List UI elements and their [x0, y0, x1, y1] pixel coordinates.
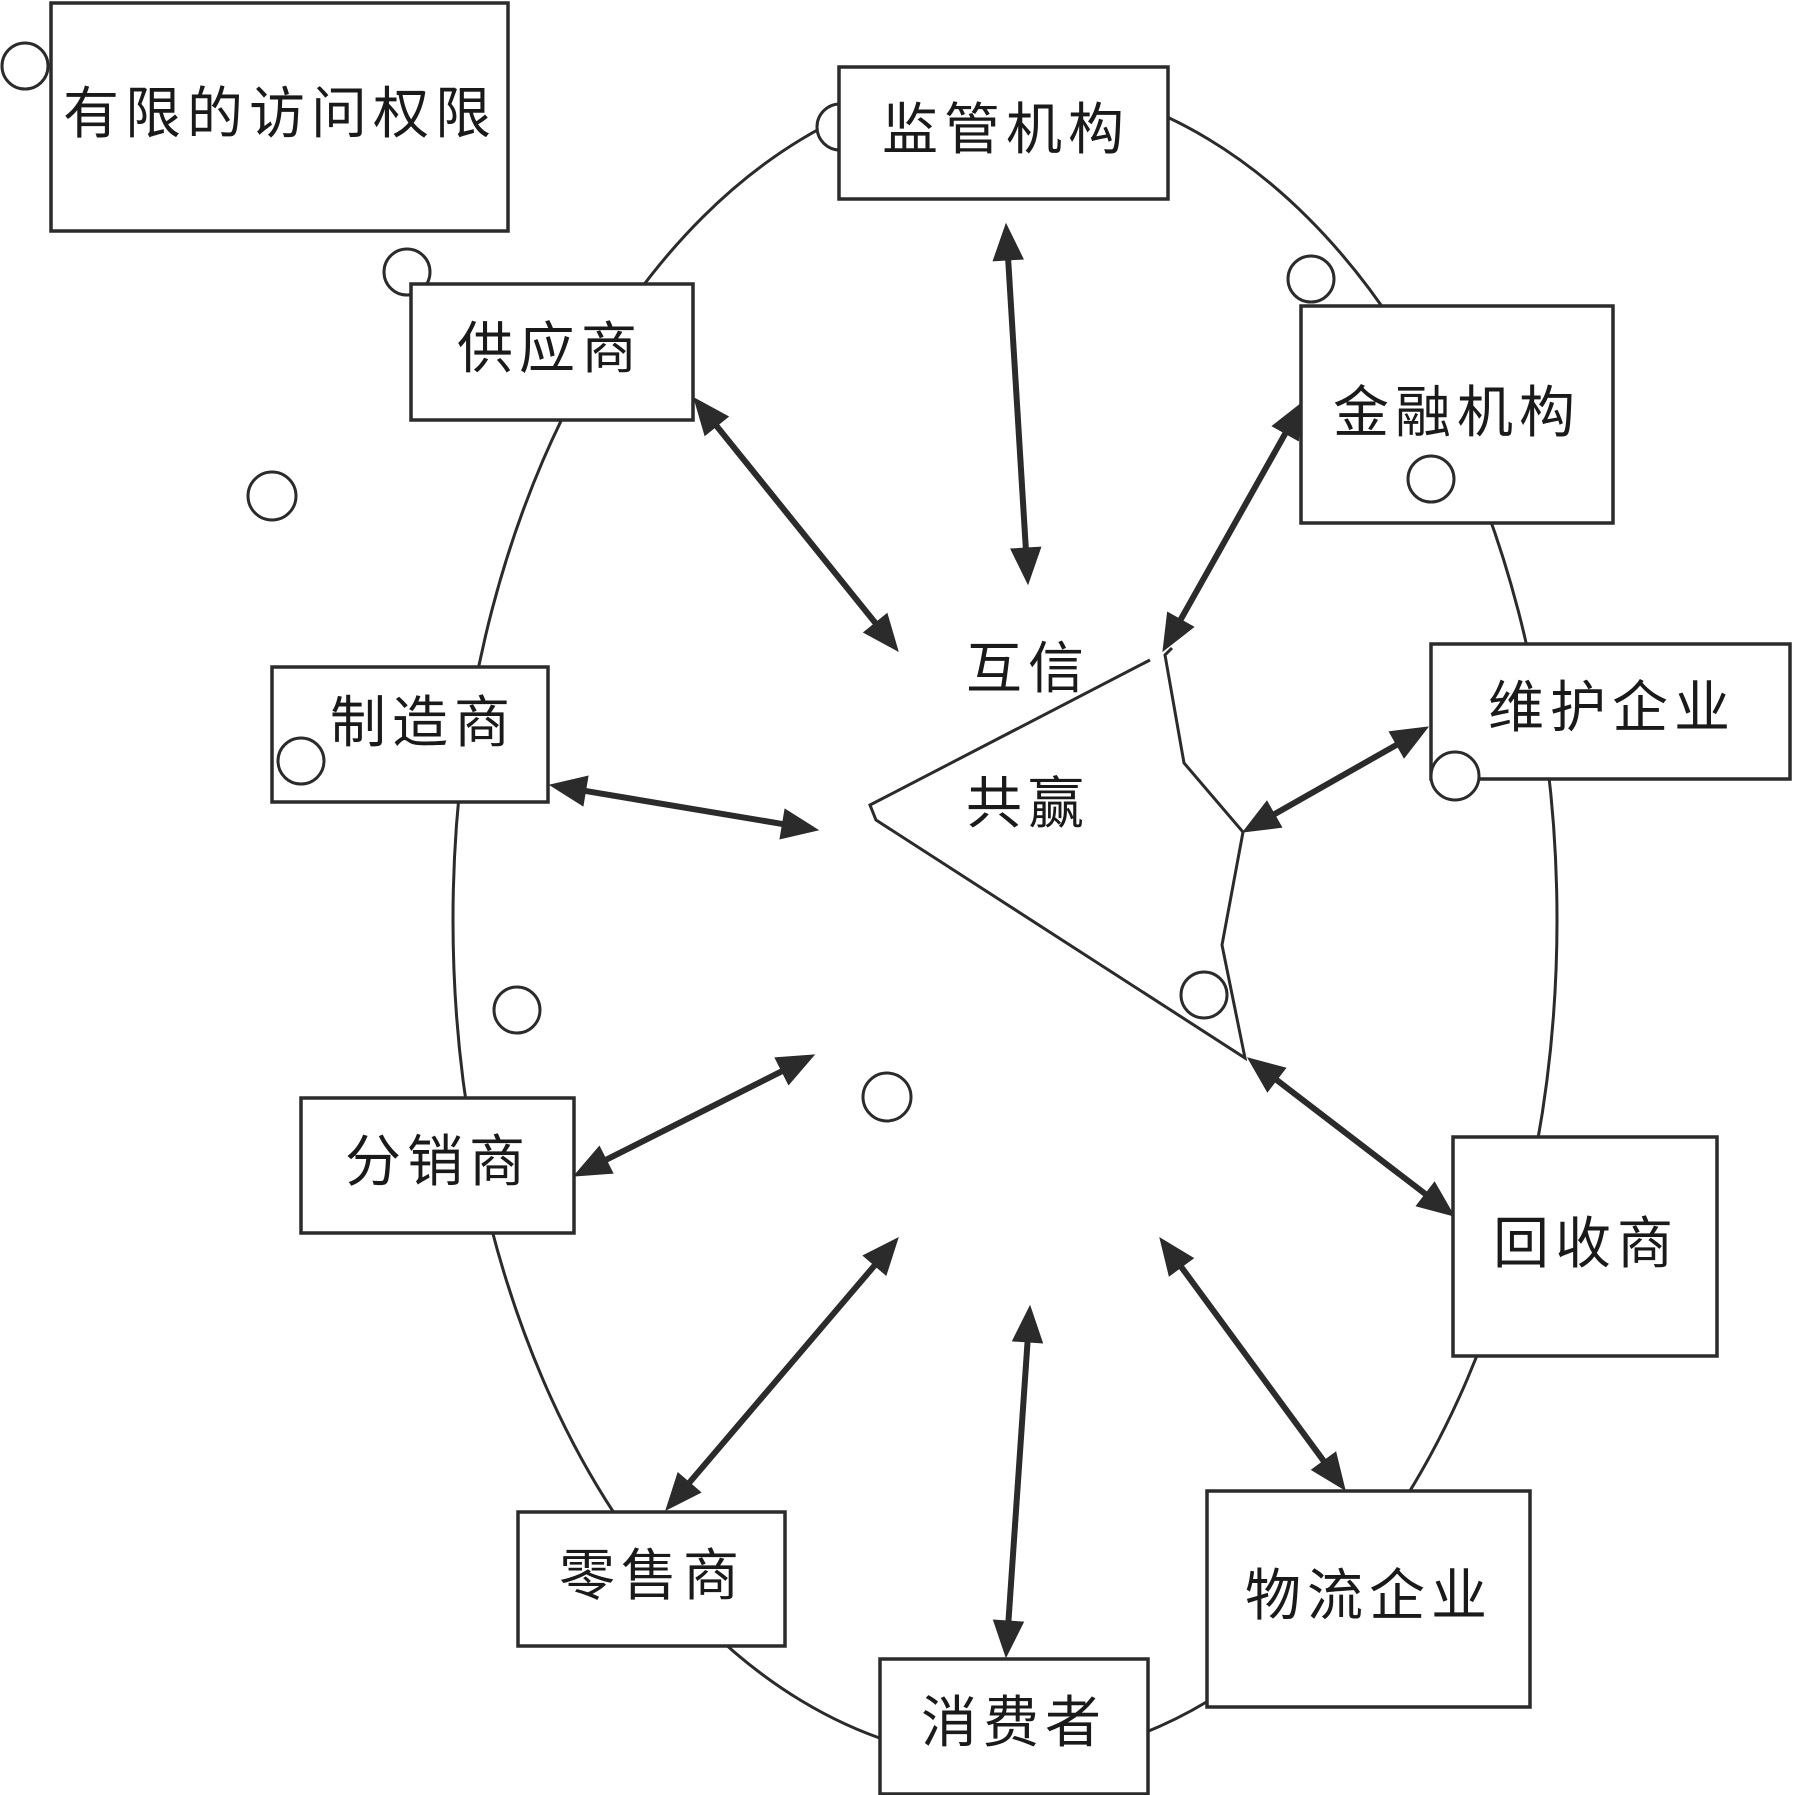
small-circle [276, 736, 326, 786]
maintenance-box: 维护企业 [1429, 642, 1792, 781]
title-label: 有限的访问权限 [63, 82, 497, 147]
recycler-box: 回收商 [1451, 1135, 1719, 1358]
arrow-recycler-head-outer [1415, 1181, 1456, 1217]
arrow-logistics-head-inner [1159, 1236, 1195, 1277]
manufacturer-label: 制造商 [330, 691, 516, 756]
arrow-financial-head-outer [1271, 400, 1304, 442]
arrows-layer [548, 222, 1456, 1659]
small-circle [1286, 254, 1336, 304]
small-circle [492, 985, 542, 1035]
arrow-distributor-shaft [601, 1066, 787, 1165]
consumer-box: 消费者 [878, 1657, 1150, 1795]
small-circle [246, 470, 298, 522]
center-label-win-win: 共赢 [966, 772, 1090, 837]
arrow-consumer-head-inner [1011, 1304, 1044, 1344]
logistics-box: 物流企业 [1205, 1489, 1532, 1709]
arrow-consumer-shaft [1005, 1337, 1031, 1626]
arrow-logistics-head-outer [1310, 1451, 1346, 1492]
arrow-recycler-head-inner [1246, 1057, 1287, 1093]
arrow-regulator-shaft [1004, 255, 1030, 553]
arrow-financial-head-inner [1162, 611, 1195, 653]
financial-label: 金融机构 [1333, 381, 1581, 446]
arrow-financial-shaft [1176, 428, 1290, 625]
center-shape-outline [868, 646, 1248, 1062]
retailer-label: 零售商 [559, 1544, 745, 1609]
arrow-regulator-head-outer [992, 222, 1024, 262]
arrow-maintenance-head-outer [1388, 726, 1430, 759]
arrow-retailer-shaft [684, 1260, 880, 1488]
arrow-manufacturer-shaft [581, 787, 787, 828]
arrow-logistics-shaft [1176, 1262, 1329, 1466]
decorative-circles-front [276, 454, 1481, 802]
arrow-maintenance-head-inner [1241, 800, 1283, 833]
small-circle [0, 41, 50, 91]
arrow-recycler-shaft [1271, 1075, 1431, 1199]
arrow-consumer-head-outer [992, 1619, 1025, 1659]
small-circle [1406, 454, 1456, 504]
arrow-supplier-shaft [711, 421, 881, 628]
recycler-label: 回收商 [1493, 1212, 1679, 1277]
small-circle [1179, 970, 1229, 1020]
small-circle [861, 1071, 913, 1123]
maintenance-label: 维护企业 [1488, 676, 1736, 741]
distributor-box: 分销商 [299, 1096, 576, 1235]
arrow-manufacturer-head-inner [779, 808, 820, 840]
center-label-mutual-trust: 互信 [966, 637, 1090, 702]
title-box: 有限的访问权限 [49, 1, 510, 233]
financial-box: 金融机构 [1299, 304, 1615, 525]
consumer-label: 消费者 [921, 1691, 1107, 1756]
arrow-distributor-head-outer [572, 1145, 614, 1177]
logistics-label: 物流企业 [1245, 1564, 1493, 1629]
arrow-distributor-head-inner [774, 1054, 816, 1086]
supplier-box: 供应商 [409, 282, 695, 422]
arrow-retailer-head-inner [862, 1237, 899, 1276]
small-circle [1429, 750, 1481, 802]
arrow-supplier-head-outer [693, 396, 730, 437]
arrow-manufacturer-head-outer [548, 775, 589, 807]
arrow-regulator-head-inner [1010, 546, 1042, 586]
distributor-label: 分销商 [345, 1130, 531, 1195]
supplier-label: 供应商 [457, 317, 643, 382]
retailer-box: 零售商 [516, 1510, 787, 1648]
regulator-label: 监管机构 [882, 98, 1130, 163]
arrow-retailer-head-outer [665, 1472, 702, 1511]
regulator-box: 监管机构 [837, 65, 1170, 201]
arrow-supplier-head-inner [862, 612, 899, 653]
arrow-maintenance-shaft [1269, 740, 1402, 819]
manufacturer-box: 制造商 [270, 665, 550, 804]
